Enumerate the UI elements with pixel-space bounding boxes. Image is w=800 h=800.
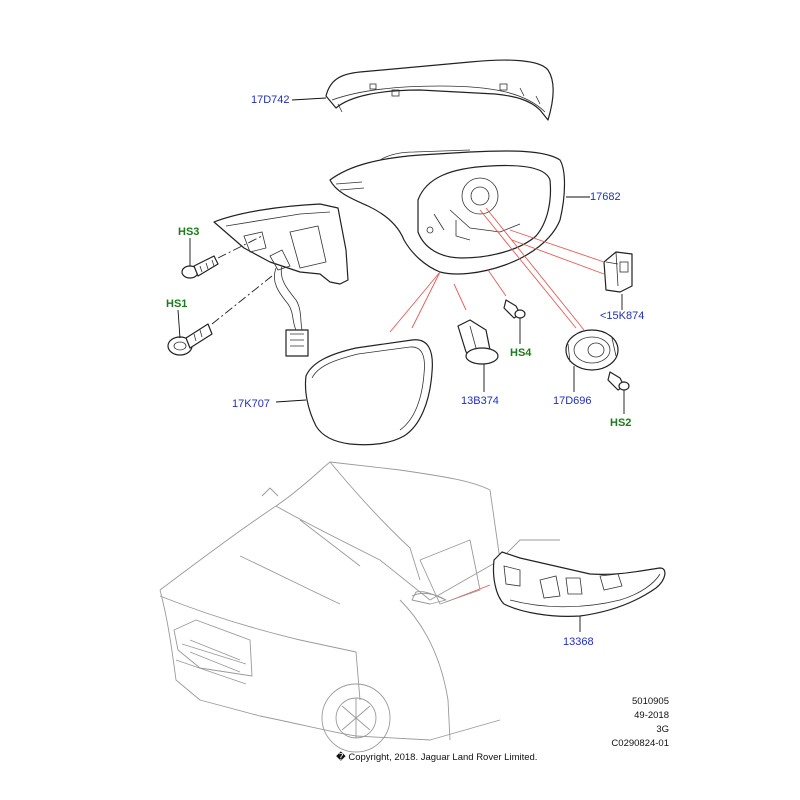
part-label-17d696[interactable]: 17D696 xyxy=(553,395,592,407)
assembly-axis-hs1 xyxy=(211,275,273,325)
screw-hs3 xyxy=(181,255,219,279)
diagram-ref-2: 49-2018 xyxy=(634,710,669,721)
mirror-glass xyxy=(304,339,433,446)
fastener-label-hs4[interactable]: HS4 xyxy=(510,347,532,359)
diagram-ref-1: 5010905 xyxy=(632,696,669,707)
assembly-axis-hs3 xyxy=(217,235,263,259)
diagram-ref-4: C0290824-01 xyxy=(611,738,669,749)
side-indicator-lamp xyxy=(492,551,666,617)
puddle-lamp-13b374 xyxy=(457,319,499,365)
part-label-13368[interactable]: 13368 xyxy=(563,636,594,648)
part-label-13b374[interactable]: 13B374 xyxy=(461,395,499,407)
mirror-cap xyxy=(325,59,554,121)
mirror-actuator-17d696 xyxy=(565,329,619,371)
vehicle-outline xyxy=(159,461,560,753)
part-label-15k874[interactable]: <15K874 xyxy=(600,310,645,322)
fastener-label-hs2[interactable]: HS2 xyxy=(610,417,632,429)
part-label-17682[interactable]: 17682 xyxy=(590,191,621,203)
clip-15k874 xyxy=(603,251,633,293)
copyright-text: � Copyright, 2018. Jaguar Land Rover Lim… xyxy=(336,752,538,763)
callout-lines xyxy=(389,207,605,603)
fastener-label-hs3[interactable]: HS3 xyxy=(178,226,200,238)
part-label-17d742[interactable]: 17D742 xyxy=(251,94,290,106)
mirror-housing xyxy=(329,149,566,275)
leader-lines xyxy=(177,97,625,632)
mirror-on-vehicle xyxy=(411,592,447,601)
fastener-label-hs1[interactable]: HS1 xyxy=(166,298,188,310)
part-label-17k707[interactable]: 17K707 xyxy=(232,398,270,410)
screw-hs2 xyxy=(607,371,630,391)
diagram-ref-3: 3G xyxy=(656,724,669,735)
mirror-base-bracket xyxy=(213,203,349,357)
screw-hs4 xyxy=(503,299,526,319)
bolt-hs1 xyxy=(167,323,213,356)
